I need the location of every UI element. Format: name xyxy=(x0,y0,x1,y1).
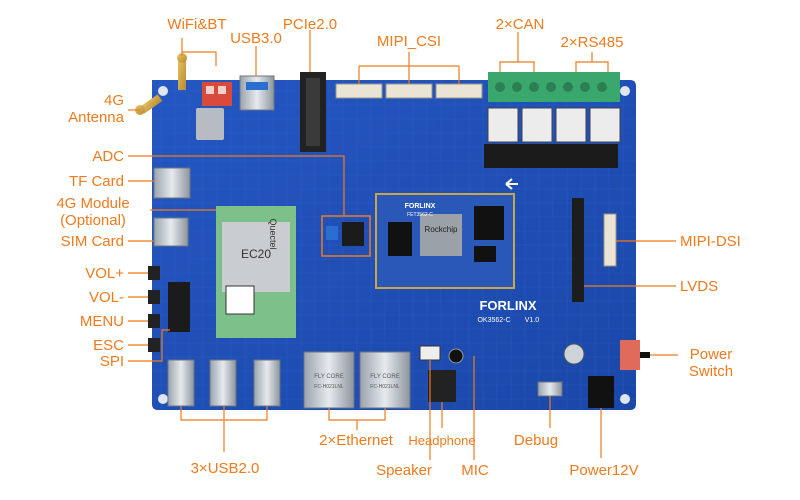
mic xyxy=(448,348,464,364)
label-mipi-dsi: MIPI-DSI xyxy=(680,233,741,250)
label-power-switch: Power Switch xyxy=(688,346,734,380)
speaker-connector xyxy=(419,345,441,361)
label-sim-card: SIM Card xyxy=(60,233,124,250)
label-usb2: 3×USB2.0 xyxy=(190,460,260,477)
label-spi: SPI xyxy=(99,353,124,370)
svg-text:FORLINX: FORLINX xyxy=(405,203,436,210)
label-ethernet: 2×Ethernet xyxy=(319,432,393,449)
svg-text:FET3562-C: FET3562-C xyxy=(407,212,433,218)
label-lvds: LVDS xyxy=(680,278,719,295)
module-brand-text: Quectel xyxy=(268,218,278,249)
can-isolators xyxy=(484,107,621,168)
label-power12v: Power12V xyxy=(569,462,639,479)
label-mipi-csi: MIPI_CSI xyxy=(376,33,442,50)
label-adc: ADC xyxy=(92,148,124,165)
label-tf-card: TF Card xyxy=(68,173,124,190)
usb2-ports xyxy=(167,359,281,407)
svg-text:FC-H021LNL: FC-H021LNL xyxy=(314,384,344,390)
button-column xyxy=(148,266,190,352)
can-rs485-terminal xyxy=(488,72,620,102)
board-model: OK3562-C xyxy=(477,317,510,324)
svg-text:FLY CORE: FLY CORE xyxy=(314,374,343,380)
usb3-port xyxy=(239,75,275,111)
label-wifi-bt: WiFi&BT xyxy=(167,16,227,33)
board-version: V1.0 xyxy=(525,317,540,324)
4g-module: EC20 Quectel xyxy=(216,206,296,338)
mipi-csi-connectors xyxy=(335,83,483,99)
label-4g-module: 4G Module (Optional) xyxy=(56,195,130,229)
label-usb3: USB3.0 xyxy=(230,30,282,47)
headphone-jack xyxy=(428,370,456,402)
wifi-bt-antenna-connector xyxy=(177,53,187,90)
mipi-dsi-connector xyxy=(603,213,617,267)
label-can: 2×CAN xyxy=(495,16,545,33)
label-vol-minus: VOL- xyxy=(88,289,124,306)
label-rs485: 2×RS485 xyxy=(560,34,624,51)
som-module: Rockchip FORLINX FET3562-C xyxy=(375,193,515,289)
label-mic: MIC xyxy=(461,462,489,479)
svg-text:FC-H021LNL: FC-H021LNL xyxy=(370,384,400,390)
board-brand: FORLINX xyxy=(479,298,536,313)
capacitor xyxy=(563,343,585,365)
ethernet-ports: FLY CORE FC-H021LNL FLY CORE FC-H021LNL xyxy=(303,351,411,409)
label-esc: ESC xyxy=(93,337,124,354)
power-switch xyxy=(620,340,640,370)
label-vol-plus: VOL+ xyxy=(85,265,124,282)
adc-box xyxy=(321,215,371,257)
label-pcie: PCIe2.0 xyxy=(282,16,338,33)
label-speaker: Speaker xyxy=(376,462,432,479)
wifi-module xyxy=(196,108,224,140)
label-headphone: Headphone xyxy=(408,433,476,448)
label-menu: MENU xyxy=(79,313,124,330)
sim-card-slot xyxy=(153,217,189,247)
power-jack xyxy=(588,376,614,408)
label-debug: Debug xyxy=(513,432,559,449)
svg-text:FLY CORE: FLY CORE xyxy=(370,374,399,380)
module-model-text: EC20 xyxy=(241,247,271,261)
svg-text:Rockchip: Rockchip xyxy=(425,225,458,234)
label-4g-antenna: 4G Antenna xyxy=(68,92,124,126)
leader-lines xyxy=(128,30,678,460)
lvds-connector xyxy=(572,198,584,302)
tf-card-slot xyxy=(153,167,191,199)
debug-port xyxy=(537,381,563,397)
